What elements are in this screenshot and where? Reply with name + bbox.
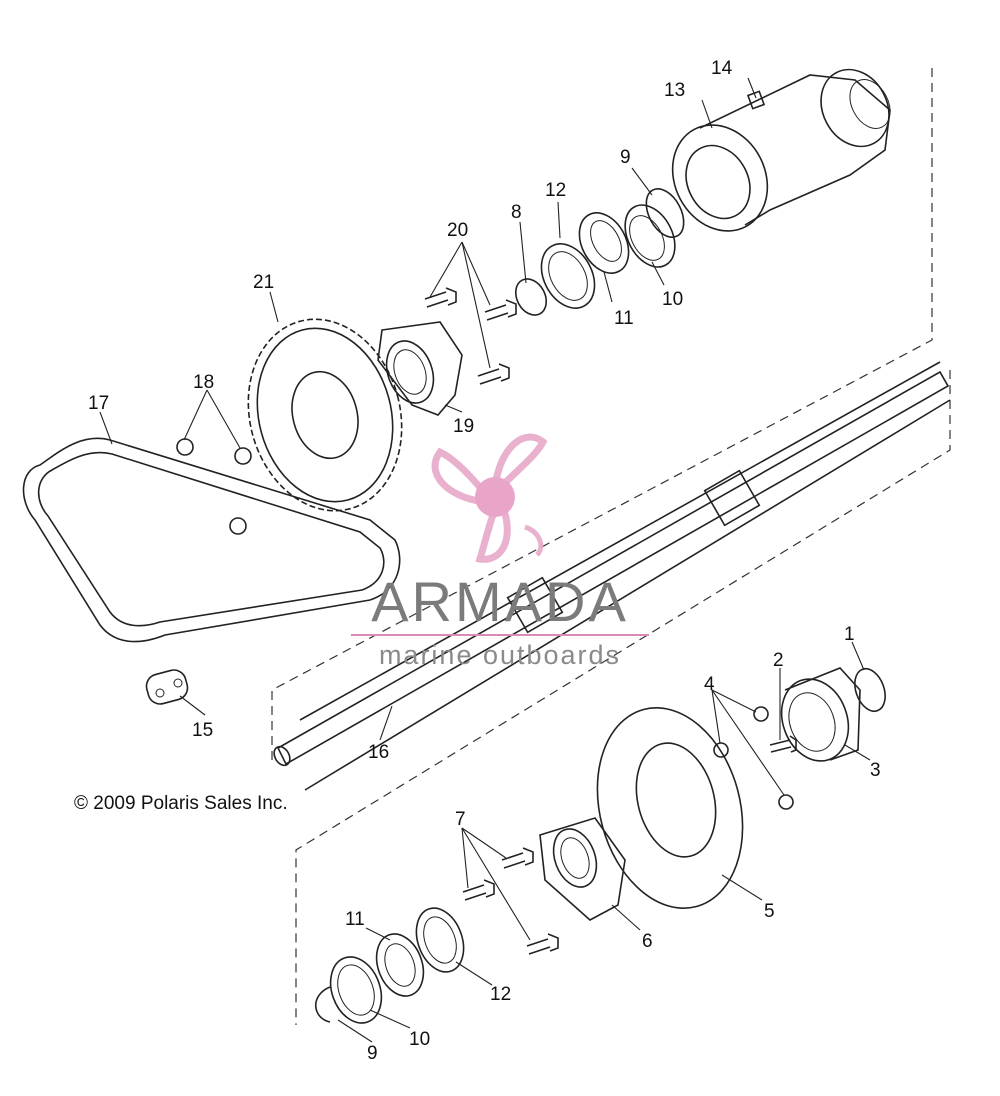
callout-21: 21 bbox=[253, 272, 274, 293]
nuts-4 bbox=[713, 706, 794, 810]
axle-housing bbox=[671, 68, 891, 232]
leader-lines bbox=[99, 77, 871, 1043]
brand-tagline: marine outboards bbox=[378, 640, 622, 670]
callout-14: 14 bbox=[711, 58, 733, 79]
callout-15: 15 bbox=[192, 720, 213, 741]
bolts-7 bbox=[462, 847, 559, 955]
bolts-20 bbox=[424, 287, 517, 385]
callout-5: 5 bbox=[764, 901, 775, 922]
callout-6: 6 bbox=[642, 931, 653, 952]
brand-watermark: ARMADA marine outboards bbox=[345, 572, 655, 670]
callouts: 14 13 9 12 8 20 21 11 10 18 17 19 15 16 … bbox=[88, 58, 881, 1064]
callout-17: 17 bbox=[88, 393, 109, 414]
lower-bearing-stack bbox=[314, 907, 465, 1024]
callout-12: 12 bbox=[545, 180, 566, 201]
callout-9: 9 bbox=[367, 1043, 378, 1064]
callout-2: 2 bbox=[773, 650, 784, 671]
brake-disc bbox=[596, 707, 744, 909]
assembly-guide-lines bbox=[271, 68, 951, 1025]
callout-16: 16 bbox=[368, 742, 389, 763]
axle-shaft bbox=[273, 361, 951, 791]
callout-11: 11 bbox=[614, 308, 634, 329]
sprocket-hub bbox=[377, 321, 463, 416]
chain-master-link bbox=[145, 669, 189, 705]
propeller-logo-icon bbox=[431, 433, 548, 563]
callout-18: 18 bbox=[193, 372, 214, 393]
copyright-notice: © 2009 Polaris Sales Inc. bbox=[74, 793, 288, 814]
callout-10: 10 bbox=[409, 1029, 430, 1050]
callout-20: 20 bbox=[447, 220, 468, 241]
callout-8: 8 bbox=[511, 202, 522, 223]
callout-7: 7 bbox=[455, 809, 466, 830]
brake-hub bbox=[539, 817, 626, 921]
drive-chain bbox=[22, 437, 401, 643]
brand-name: ARMADA bbox=[371, 570, 629, 633]
callout-13: 13 bbox=[664, 80, 685, 101]
callout-19: 19 bbox=[453, 416, 474, 437]
drive-sprocket bbox=[247, 318, 403, 512]
upper-bearing-stack bbox=[514, 188, 685, 316]
callout-3: 3 bbox=[870, 760, 881, 781]
callout-11: 11 bbox=[345, 909, 365, 930]
callout-1: 1 bbox=[844, 624, 855, 645]
callout-4: 4 bbox=[704, 674, 715, 695]
callout-10: 10 bbox=[662, 289, 683, 310]
bearing-carrier bbox=[769, 667, 886, 762]
callout-12: 12 bbox=[490, 984, 511, 1005]
brand-divider bbox=[351, 634, 649, 636]
callout-9: 9 bbox=[620, 147, 631, 168]
